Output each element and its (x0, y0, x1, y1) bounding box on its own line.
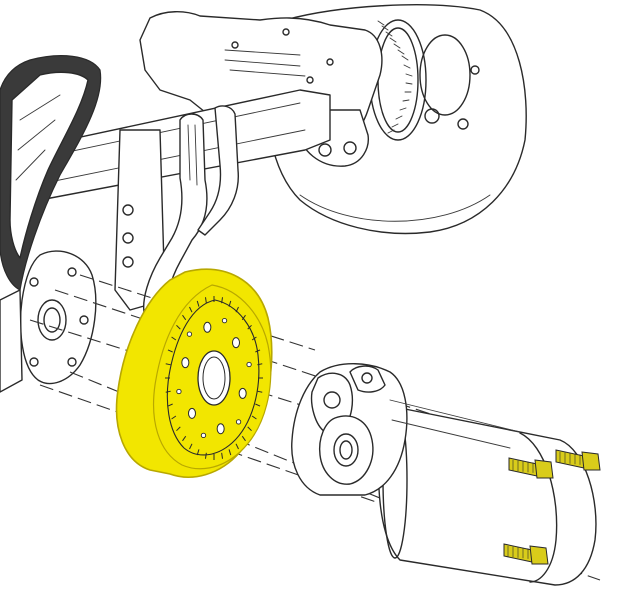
disc-tooth (189, 306, 193, 313)
mounting-bracket (143, 105, 239, 319)
bolt-icon (508, 457, 554, 479)
disc-tooth (196, 300, 200, 307)
flex-coupling-disc (115, 268, 273, 478)
disc-rivet (235, 419, 242, 425)
disc-tooth (165, 363, 171, 366)
disc-tooth (182, 314, 187, 321)
tire (0, 55, 102, 291)
disc-bolt-hole (232, 337, 241, 349)
disc-rivet (200, 432, 207, 439)
disc-bolt-holes (176, 317, 252, 439)
coupling-bolts (503, 449, 601, 565)
disc-tooth (176, 426, 181, 432)
axle-flange (0, 250, 97, 393)
disc-tooth (167, 349, 173, 353)
disc-tooth (255, 349, 261, 353)
disc-tooth (241, 435, 246, 442)
disc-tooth (235, 443, 239, 450)
disc-tooth (257, 390, 263, 393)
disc-rim (166, 299, 260, 456)
disc-teeth (165, 296, 263, 460)
disc-tooth (171, 415, 177, 420)
disc-tooth (182, 435, 187, 442)
disc-tooth (221, 452, 224, 459)
driveshaft-yoke (291, 363, 521, 496)
disc-tooth (255, 403, 261, 407)
disc-tooth (196, 449, 200, 456)
disc-tooth (171, 336, 177, 341)
disc-tooth (228, 300, 232, 307)
disc-tooth (241, 314, 246, 321)
disc-rivet (176, 388, 182, 395)
disc-tooth (251, 415, 257, 420)
disc-tooth (251, 336, 257, 341)
disc-bolt-hole (187, 407, 196, 419)
disc-tooth (165, 390, 171, 393)
disc-tooth (189, 443, 193, 450)
disc-tooth (247, 324, 252, 330)
driveshaft (378, 401, 597, 586)
disc-tooth (247, 426, 252, 432)
disc-bolt-hole (181, 357, 190, 369)
bolt-icon (503, 543, 549, 565)
bolt-head (534, 459, 554, 479)
disc-tooth (221, 297, 224, 304)
disc-tooth (204, 297, 207, 304)
disc-bolt-hole (216, 423, 225, 435)
bolt-icon (555, 449, 601, 471)
disc-tooth (257, 363, 263, 366)
disc-rivet (221, 317, 228, 324)
bolt-head (581, 451, 601, 471)
disc-bolt-hole (203, 321, 212, 333)
disc-tooth (167, 403, 173, 407)
disc-tooth (235, 306, 239, 313)
disc-bolt-hole (238, 387, 247, 399)
disc-rivet (246, 361, 252, 368)
disc-tooth (228, 449, 232, 456)
disc-tooth (176, 324, 181, 330)
disc-tooth (204, 452, 207, 459)
bolt-head (529, 545, 549, 565)
disc-rivet (186, 331, 193, 337)
